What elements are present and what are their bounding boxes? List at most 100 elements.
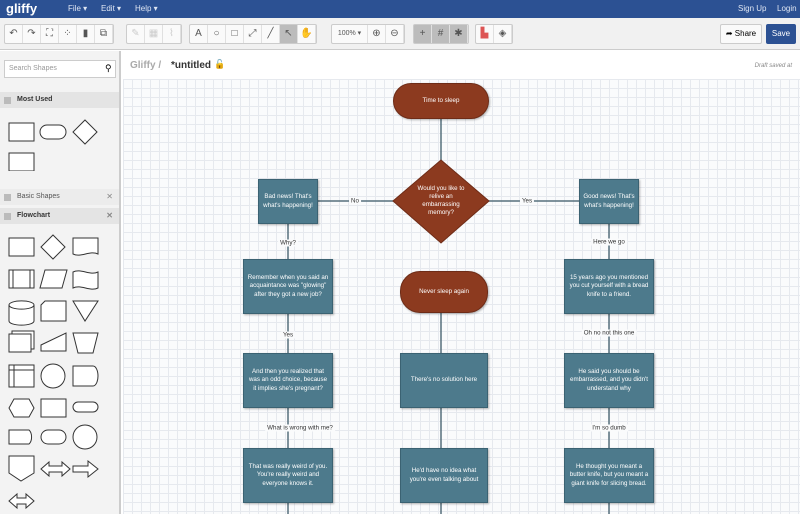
diamond-shape[interactable] <box>72 119 98 145</box>
right-step-3[interactable]: He thought you meant a butter knife, but… <box>564 448 654 503</box>
rectangle-tool-icon[interactable]: □ <box>226 25 244 43</box>
ellipse-tool-icon[interactable]: ○ <box>208 25 226 43</box>
lock-icon[interactable]: 🔓 <box>214 59 226 69</box>
edit-tools: ↶↷⛶⁘▮⧉ <box>4 24 114 44</box>
start-terminal[interactable]: Time to sleep <box>393 83 489 119</box>
offpage-shape[interactable] <box>8 455 35 482</box>
pencil-icon[interactable]: ✎ <box>127 25 145 43</box>
connector-tool-icon[interactable]: ⤢ <box>244 25 262 43</box>
rectangle-shape[interactable] <box>8 122 35 142</box>
guides-icon[interactable]: + <box>414 25 432 43</box>
select-all-icon[interactable]: ⛶ <box>41 25 59 43</box>
process-shape[interactable] <box>8 237 35 257</box>
group-icon[interactable]: ⁘ <box>59 25 77 43</box>
redo-icon[interactable]: ↷ <box>23 25 41 43</box>
rounded-rectangle-shape[interactable] <box>40 429 67 445</box>
alternate-process-shape[interactable] <box>40 398 67 418</box>
merge-shape[interactable] <box>72 300 99 322</box>
never-sleep-terminal[interactable]: Never sleep again <box>400 271 488 313</box>
close-icon[interactable]: ✕ <box>106 192 113 201</box>
preparation-shape[interactable] <box>8 398 35 418</box>
tape-shape[interactable] <box>72 270 99 290</box>
section-basic-shapes[interactable]: Basic Shapes✕ <box>0 189 119 205</box>
document-header: Gliffy / *untitled 🔓 Draft saved at <box>123 51 800 79</box>
database-shape[interactable] <box>8 300 35 326</box>
search-icon[interactable]: ⚲ <box>105 63 112 73</box>
pointer-tool-icon[interactable]: ↖ <box>280 25 298 43</box>
share-button[interactable]: ➦ Share <box>720 24 762 44</box>
edge-label[interactable]: What is wrong with me? <box>265 424 335 432</box>
undo-icon[interactable]: ↶ <box>5 25 23 43</box>
display-shape[interactable] <box>8 429 33 445</box>
left-step-1[interactable]: Remember when you said an acquaintance w… <box>243 259 333 314</box>
style-tools: ▙◈ <box>475 24 513 44</box>
login-link[interactable]: Login <box>777 4 797 13</box>
zoom-select[interactable]: 100% ▾ <box>332 25 368 43</box>
zoom-out-icon[interactable]: ⊖ <box>386 25 404 43</box>
internal-storage-shape[interactable] <box>8 364 35 388</box>
document-title[interactable]: *untitled <box>171 60 211 71</box>
left-step-3[interactable]: That was really weird of you. You're rea… <box>243 448 333 503</box>
edge-label[interactable]: Why? <box>278 239 298 247</box>
card-shape[interactable] <box>40 300 67 322</box>
decision-shape[interactable] <box>40 234 66 260</box>
section-flowchart[interactable]: Flowchart✕ <box>0 208 119 224</box>
arrow-shape[interactable] <box>72 459 99 479</box>
right-step-1[interactable]: 15 years ago you mentioned you cut yours… <box>564 259 654 314</box>
double-arrow-shape[interactable] <box>40 460 71 478</box>
save-button[interactable]: Save <box>766 24 796 44</box>
data-shape[interactable] <box>39 269 68 289</box>
terminator-shape[interactable] <box>72 401 99 413</box>
grid-tools: +#✱ <box>413 24 469 44</box>
theme-icon[interactable]: ▙ <box>476 25 494 43</box>
edge-label[interactable]: Here we go <box>591 238 627 246</box>
circle-shape[interactable] <box>72 424 98 450</box>
text-tool-icon[interactable]: A <box>190 25 208 43</box>
diagram-canvas[interactable]: Time to sleep Would you like to relive a… <box>123 79 800 514</box>
bad-news-box[interactable]: Bad news! That's what's happening! <box>258 179 318 224</box>
zoom-in-icon[interactable]: ⊕ <box>368 25 386 43</box>
good-news-box[interactable]: Good news! That's what's happening! <box>579 179 639 224</box>
table-icon[interactable]: ▦ <box>145 25 163 43</box>
rounded-shape[interactable] <box>39 124 67 140</box>
section-label: Most Used <box>17 96 53 103</box>
hand-tool-icon[interactable]: ✋ <box>298 25 316 43</box>
manual-operation-shape[interactable] <box>72 332 99 354</box>
edge-label[interactable]: Yes <box>280 331 296 339</box>
edge-label[interactable]: I'm so dumb <box>590 424 628 432</box>
bidirectional-arrow-shape[interactable] <box>8 492 35 510</box>
predefined-process-shape[interactable] <box>8 269 35 289</box>
menu-help[interactable]: Help ▾ <box>135 4 158 13</box>
connector-shape[interactable] <box>40 363 66 389</box>
center-step-1[interactable]: There's no solution here <box>400 353 488 408</box>
section-most-used[interactable]: Most Used <box>0 92 119 108</box>
format-tools: ✎▦⌇ <box>126 24 182 44</box>
brush-icon[interactable]: ⌇ <box>163 25 181 43</box>
delay-shape[interactable] <box>72 365 99 387</box>
grid-icon[interactable]: # <box>432 25 450 43</box>
paste-icon[interactable]: ⧉ <box>95 25 113 43</box>
decision-diamond[interactable] <box>392 159 490 244</box>
sign-up-link[interactable]: Sign Up <box>738 4 767 13</box>
breadcrumb-root[interactable]: Gliffy / <box>130 60 162 71</box>
rectangle-shape[interactable] <box>8 152 35 171</box>
manual-input-shape[interactable] <box>40 332 67 352</box>
edge-label[interactable]: Oh no not this one <box>581 329 637 337</box>
menu-edit[interactable]: Edit ▾ <box>101 4 122 13</box>
copy-icon[interactable]: ▮ <box>77 25 95 43</box>
center-step-2[interactable]: He'd have no idea what you're even talki… <box>400 448 488 503</box>
decision-text: Would you like to relive an embarrassing… <box>417 184 465 217</box>
layers-icon[interactable]: ◈ <box>494 25 512 43</box>
edge-label-yes[interactable]: Yes <box>519 197 535 205</box>
close-icon[interactable]: ✕ <box>106 211 113 220</box>
menu-file[interactable]: File ▾ <box>68 4 88 13</box>
shape-library-sidebar: Search Shapes ⚲ Most Used Basic Shapes✕ … <box>0 51 121 514</box>
edge-label-no[interactable]: No <box>349 197 361 205</box>
snap-icon[interactable]: ✱ <box>450 25 468 43</box>
document-shape[interactable] <box>72 237 99 256</box>
left-step-2[interactable]: And then you realized that was an odd ch… <box>243 353 333 408</box>
right-step-2[interactable]: He said you should be embarrassed, and y… <box>564 353 654 408</box>
search-shapes-input[interactable]: Search Shapes <box>4 60 116 78</box>
line-tool-icon[interactable]: ╱ <box>262 25 280 43</box>
draw-tools: A○□⤢╱↖✋ <box>189 24 317 44</box>
